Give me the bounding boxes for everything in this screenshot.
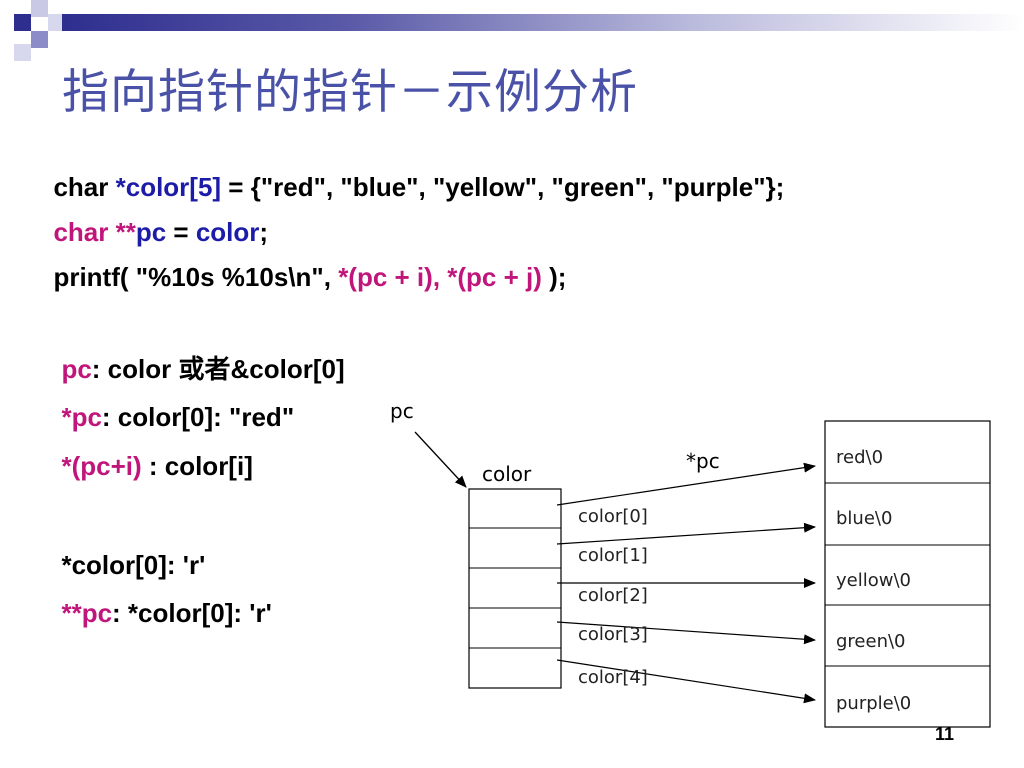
pointer-arrow-1 [556,522,816,545]
note-highlight: pc [81,598,113,628]
note-highlight: *pc [61,402,102,432]
string-cell-3: green\0 [836,631,906,652]
pointer-label-1: color[1] [578,545,648,566]
pointer-arrow-4 [556,659,816,704]
header-square-lower [14,44,31,61]
code-text: ; [259,217,269,247]
pc-arrow [414,431,467,488]
pointer-label-4: color[4] [578,667,648,688]
note-text: : color[i] [141,451,253,481]
code-line-2: char **pc = color; [39,187,268,247]
page-number: 11 [935,724,955,744]
header-square-light [31,0,48,17]
strings-box [824,420,991,728]
pointer-arrow-3 [556,621,816,645]
code-highlight: *(pc + i), *(pc + j) [338,262,542,292]
string-cell-4: purple\0 [836,693,911,714]
code-highlight: char ** [53,217,136,247]
header-square-mid [31,31,48,48]
header-square-navy [14,14,31,31]
note-text: *color[0]: 'r' [61,550,206,580]
note-text: : *color[0]: 'r' [112,598,272,628]
color-array-box [468,488,562,689]
note-highlight: pc [61,354,92,384]
color-label: color [482,462,532,486]
note-highlight: ** [61,598,82,628]
note-text: : color [91,354,179,384]
header-square-pale [48,14,62,31]
header-bar [62,14,1024,31]
pc-label: pc [390,399,414,423]
note-text: : color[0]: "red" [101,402,295,432]
code-highlight: pc [135,217,167,247]
note-deref-pc: *pc: color[0]: "red" [47,372,294,432]
string-cell-1: blue\0 [836,508,892,529]
note-text: 或者 [178,355,231,385]
note-double-deref: **pc: *color[0]: 'r' [47,568,272,628]
pointer-label-3: color[3] [578,624,648,645]
code-text: printf( "%10s %10s\n", [53,262,339,292]
string-cell-2: yellow\0 [836,570,911,591]
note-deref-pc-i: *(pc+i) : color[i] [47,421,253,481]
code-text: char [53,172,116,202]
deref-pc-label: *pc [686,449,720,473]
code-highlight: color [195,217,260,247]
pointer-label-2: color[2] [578,585,648,606]
slide-title: 指向指针的指针－示例分析 [62,65,638,120]
pointer-arrow-0 [556,462,816,506]
code-line-3: printf( "%10s %10s\n", *(pc + i), *(pc +… [39,232,566,292]
note-text: &color[0] [230,354,345,384]
note-pc: pc: color 或者&color[0] [47,324,345,385]
code-text: = [166,217,196,247]
code-line-1: char *color[5] = {"red", "blue", "yellow… [39,142,784,202]
note-highlight: *(pc+i) [61,451,142,481]
code-highlight: *color[5] [115,172,222,202]
code-text: ); [541,262,567,292]
pointer-label-0: color[0] [578,506,648,527]
code-text: = {"red", "blue", "yellow", "green", "pu… [221,172,785,202]
note-color0: *color[0]: 'r' [47,520,205,580]
string-cell-0: red\0 [836,447,883,468]
